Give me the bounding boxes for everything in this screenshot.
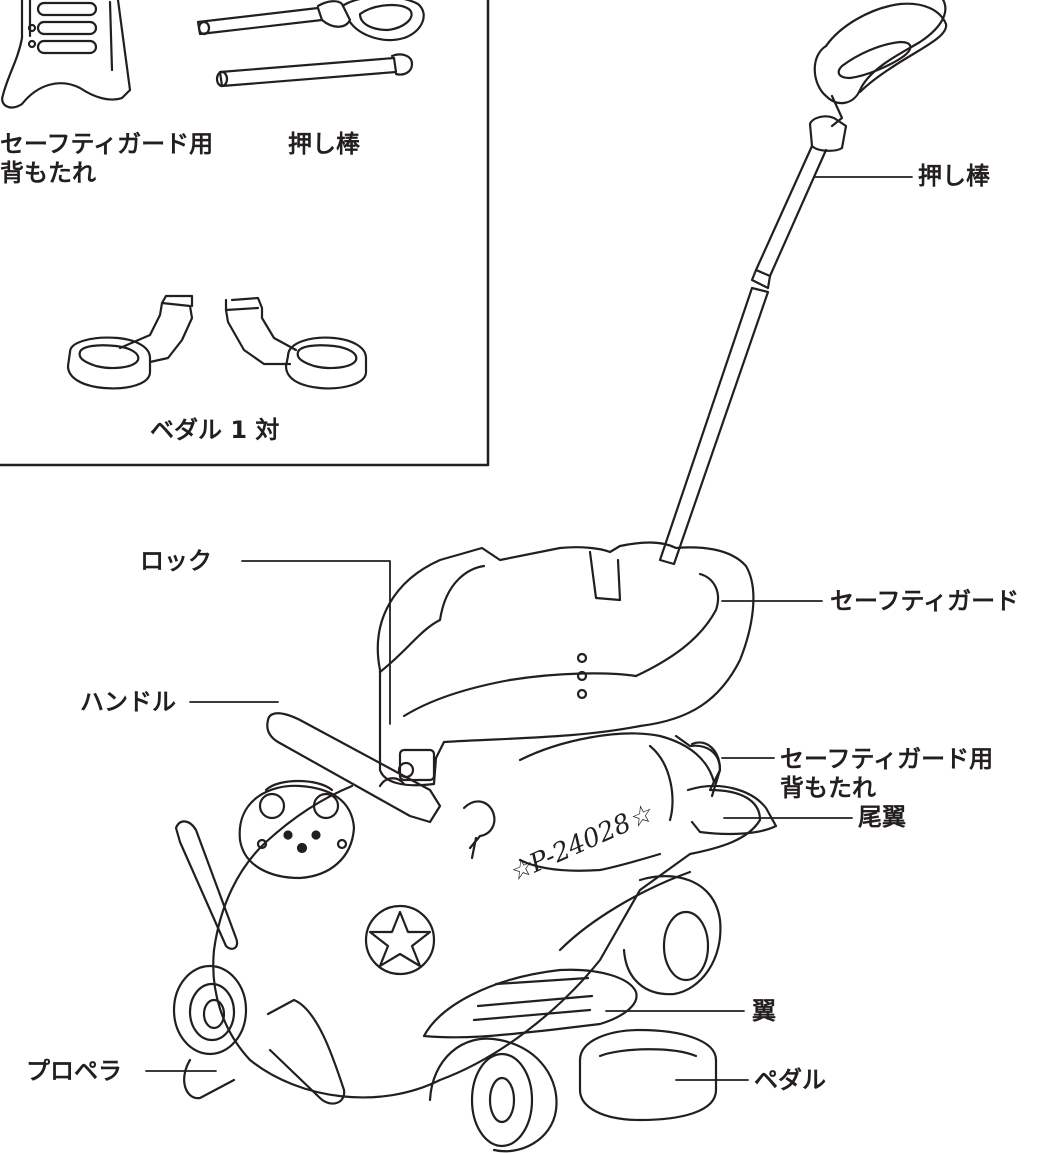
backrest-part-label: セーフティガード用 背もたれ [0, 130, 213, 188]
leader-lines [145, 176, 913, 1081]
wheels-illustration [428, 875, 722, 1153]
parts-box [0, 0, 490, 467]
backrest-part-illustration [1, 0, 132, 109]
handle-illustration [266, 712, 442, 824]
lever-illustration [462, 800, 496, 860]
lock-callout: ロック [140, 547, 212, 575]
push-bar-part-illustration [196, 0, 425, 88]
pedal-illustration [578, 1028, 718, 1122]
pedal-callout: ペダル [754, 1066, 826, 1094]
safety-guard-callout: セーフティガード [830, 587, 1020, 615]
push-bar-callout: 押し棒 [918, 162, 990, 190]
wing-illustration [422, 968, 638, 1039]
backrest-callout: セーフティガード用 背もたれ [780, 745, 993, 803]
backrest-part-label-line1: セーフティガード用 [0, 130, 214, 158]
bear-pilot-illustration [238, 780, 356, 880]
backrest-part-label-line2: 背もたれ [0, 159, 96, 187]
plane-body-illustration [212, 732, 778, 1099]
pedals-part-label: ベダル 1 対 [150, 416, 280, 444]
push-bar-part-label: 押し棒 [288, 130, 360, 158]
propeller-illustration [172, 820, 346, 1105]
star-emblem-illustration [364, 904, 436, 976]
tail-callout: 尾翼 [858, 803, 906, 831]
safety-guard-illustration [376, 541, 755, 787]
propeller-callout: プロペラ [26, 1057, 122, 1085]
push-bar-illustration [658, 0, 948, 566]
handle-callout: ハンドル [80, 688, 176, 716]
backrest-callout-line2: 背もたれ [780, 774, 876, 802]
wing-callout: 翼 [752, 997, 776, 1025]
backrest-callout-line1: セーフティガード用 [780, 745, 994, 773]
pedals-part-illustration [66, 294, 368, 390]
